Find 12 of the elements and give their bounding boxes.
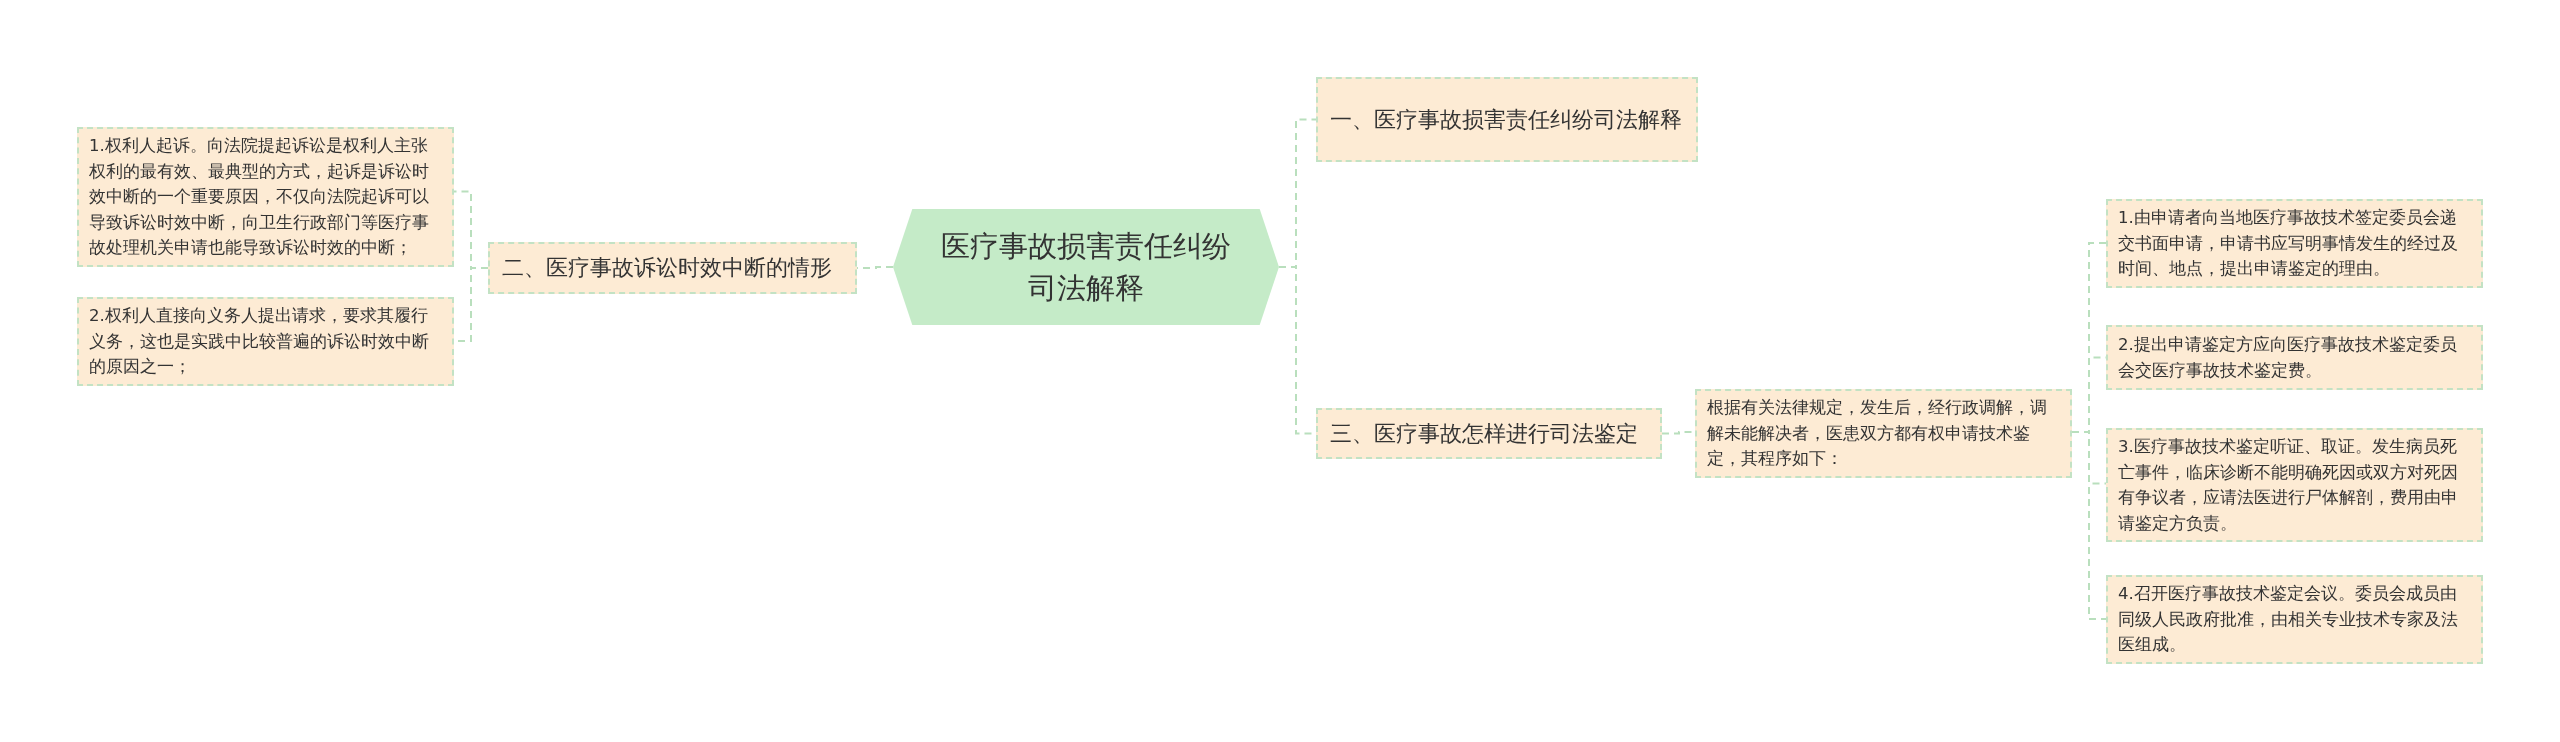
topic-box: 二、医疗事故诉讼时效中断的情形 bbox=[488, 242, 857, 294]
note-box: 2.权利人直接向义务人提出请求，要求其履行义务，这也是实践中比较普遍的诉讼时效中断的原因之一； bbox=[77, 297, 454, 386]
note-box: 3.医疗事故技术鉴定听证、取证。发生病员死亡事件，临床诊断不能明确死因或双方对死因有争议者，应请法医进行尸体解剖，费用由申请鉴定方负责。 bbox=[2106, 428, 2483, 543]
note-box: 2.提出申请鉴定方应向医疗事故技术鉴定委员会交医疗事故技术鉴定费。 bbox=[2106, 325, 2483, 390]
topic-box: 三、医疗事故怎样进行司法鉴定 bbox=[1316, 408, 1662, 459]
note-box: 1.由申请者向当地医疗事故技术签定委员会递交书面申请，申请书应写明事情发生的经过及时间、地点，提出申请鉴定的理由。 bbox=[2106, 199, 2483, 288]
note-box: 1.权利人起诉。向法院提起诉讼是权利人主张权利的最有效、最典型的方式，起诉是诉讼时效中断的一个重要原因，不仅向法院起诉可以导致诉讼时效中断，向卫生行政部门等医疗事故处理机关申请也能导致诉讼时效的中断； bbox=[77, 127, 454, 267]
note-box: 根据有关法律规定，发生后，经行政调解，调解未能解决者，医患双方都有权申请技术鉴定，其程序如下： bbox=[1695, 389, 2072, 478]
connector-line bbox=[2071, 431, 2107, 620]
topic-box: 一、医疗事故损害责任纠纷司法解释 bbox=[1316, 77, 1698, 162]
note-box: 4.召开医疗事故技术鉴定会议。委员会成员由同级人民政府批准，由相关专业技术专家及法医组成。 bbox=[2106, 575, 2483, 664]
central-topic: 医疗事故损害责任纠纷司法解释 bbox=[893, 209, 1279, 325]
